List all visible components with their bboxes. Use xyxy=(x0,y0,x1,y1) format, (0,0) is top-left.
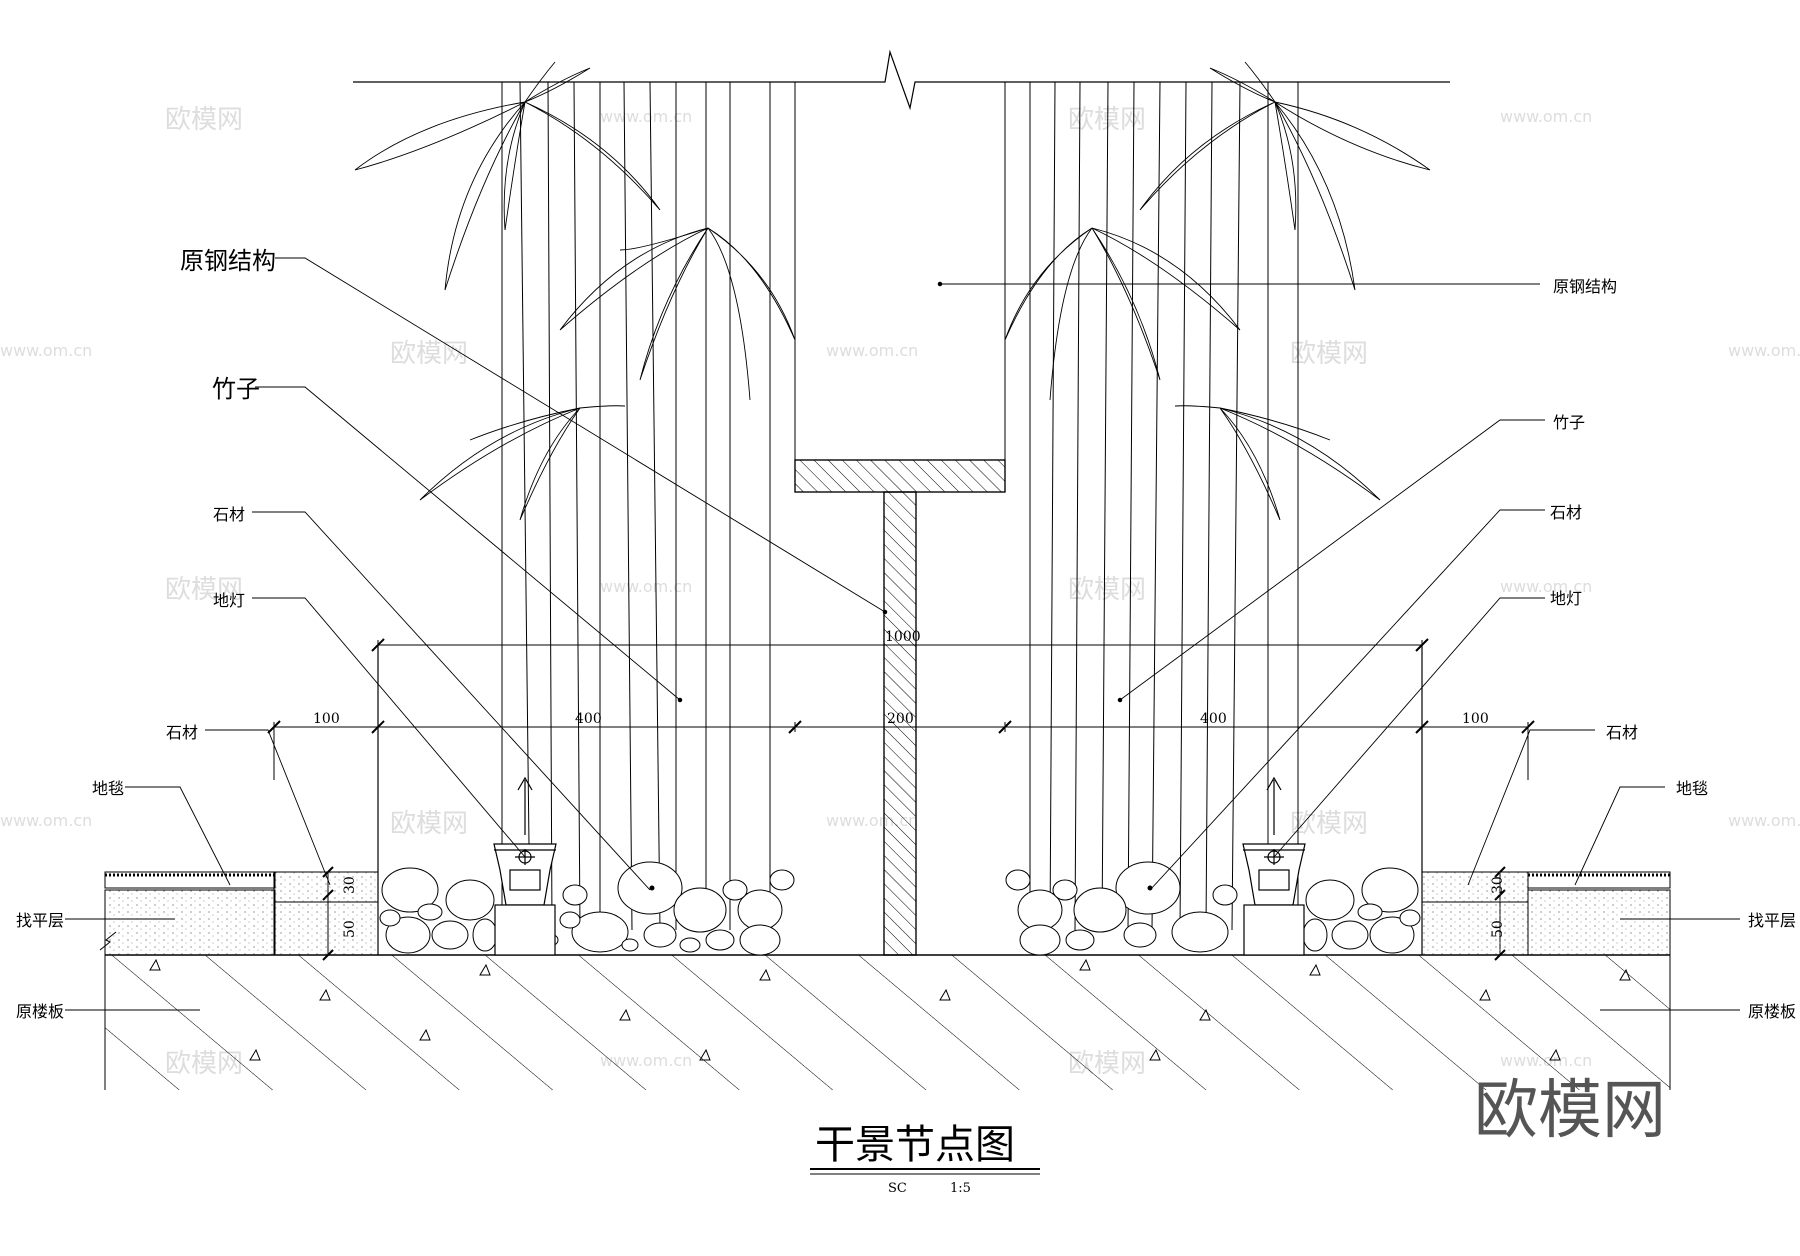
watermark-url: www.om.cn xyxy=(600,577,692,596)
label-slab-right: 原楼板 xyxy=(1748,1002,1796,1021)
label-slab-left: 原楼板 xyxy=(16,1002,64,1021)
label-stone2-left: 石材 xyxy=(166,723,198,742)
watermark-url: www.om.cn xyxy=(1500,577,1592,596)
label-stone1-right: 石材 xyxy=(1550,503,1582,522)
watermark-text: 欧模网 xyxy=(390,809,468,839)
brand-watermark: 欧模网 xyxy=(1474,1074,1666,1148)
watermark-url: www.om.cn xyxy=(0,341,92,360)
watermark-text: 欧模网 xyxy=(165,575,243,605)
label-lamp-right: 地灯 xyxy=(1550,589,1582,608)
watermark-url: www.om.cn xyxy=(1728,341,1800,360)
dim-right-bed: 400 xyxy=(1200,711,1227,727)
dim-left-bed: 400 xyxy=(575,711,602,727)
label-steel-right: 原钢结构 xyxy=(1553,277,1617,296)
subtitle-scale: 1:5 xyxy=(950,1181,971,1196)
label-stone1-left: 石材 xyxy=(213,505,245,524)
label-steel-left: 原钢结构 xyxy=(180,247,276,275)
leaders-left xyxy=(65,257,888,1011)
label-bamboo-left: 竹子 xyxy=(212,375,260,403)
label-carpet-right: 地毯 xyxy=(1676,779,1708,798)
watermark-text: 欧模网 xyxy=(1068,575,1146,605)
watermark-url: www.om.cn xyxy=(826,341,918,360)
watermark-text: 欧模网 xyxy=(1068,105,1146,135)
drawing-title: 干景节点图 xyxy=(815,1122,1015,1168)
dim-right-edge: 100 xyxy=(1462,711,1489,727)
label-stone2-right: 石材 xyxy=(1606,723,1638,742)
watermark-url: www.om.cn xyxy=(0,811,92,830)
ground-light-left xyxy=(493,776,557,956)
label-carpet-left: 地毯 xyxy=(92,779,124,798)
bamboo-stalks xyxy=(501,81,1299,931)
leaders-right xyxy=(937,281,1740,1011)
label-screed-right: 找平层 xyxy=(1748,911,1796,930)
steel-structure xyxy=(794,459,1006,956)
watermark-url: www.om.cn xyxy=(600,107,692,126)
dim-left-edge: 100 xyxy=(313,711,340,727)
finish-layers-left xyxy=(99,871,379,956)
label-bamboo-right: 竹子 xyxy=(1553,413,1585,432)
watermark-text: 欧模网 xyxy=(390,339,468,369)
pebbles-left xyxy=(379,861,795,956)
label-screed-left: 找平层 xyxy=(16,911,64,930)
dim-total: 1000 xyxy=(885,629,921,645)
watermark-url: www.om.cn xyxy=(1728,811,1800,830)
label-lamp-left: 地灯 xyxy=(213,591,245,610)
ground-light-right xyxy=(1242,776,1306,956)
watermark-url: www.om.cn xyxy=(1500,107,1592,126)
subtitle-code: SC xyxy=(888,1181,907,1196)
ceiling-line xyxy=(353,49,1450,111)
floor-slab xyxy=(104,954,1671,1090)
watermark-text: 欧模网 xyxy=(1290,809,1368,839)
pebbles-right xyxy=(1005,861,1421,956)
bamboo-leaves xyxy=(354,61,1431,521)
dim-center: 200 xyxy=(887,711,914,727)
finish-layers-right xyxy=(1421,871,1671,956)
watermark-text: 欧模网 xyxy=(165,105,243,135)
watermark-text: 欧模网 xyxy=(1290,339,1368,369)
